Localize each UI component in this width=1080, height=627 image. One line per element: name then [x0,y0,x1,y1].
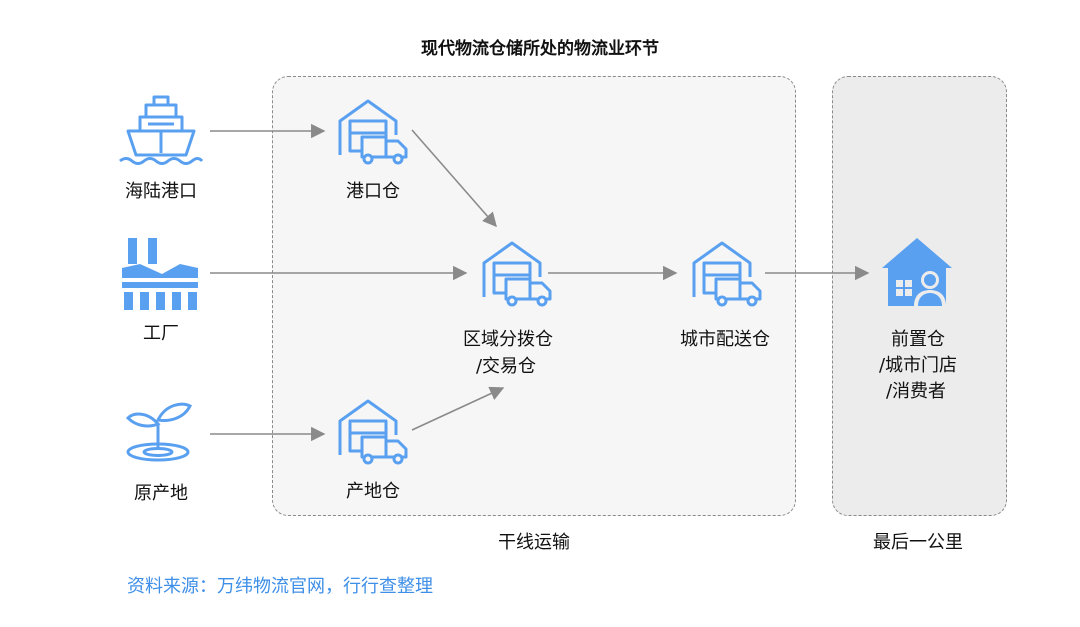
regional-warehouse-label-line1: 区域分拨仓 [463,329,553,350]
origin-warehouse-label: 产地仓 [346,481,400,502]
warehouse-truck-icon [338,399,408,465]
house-person-icon [882,238,952,306]
source-factory-label: 工厂 [143,323,179,344]
ship-icon [119,95,204,165]
destination-label-line2: /城市门店 [878,355,958,376]
destination-label-line3: /消费者 [885,381,947,402]
trunk-transport-label: 干线运输 [498,532,570,553]
source-origin-label: 原产地 [134,483,188,504]
last-mile-label: 最后一公里 [873,532,963,553]
port-warehouse-label: 港口仓 [346,181,400,202]
destination-label-line1: 前置仓 [891,329,945,350]
source-port-label: 海陆港口 [125,181,197,202]
arrow-port-warehouse-to-regional [411,129,497,228]
warehouse-truck-icon [338,99,408,165]
warehouse-truck-icon [482,241,552,307]
factory-icon [122,238,198,310]
arrow-origin-warehouse-to-regional [411,386,505,431]
regional-warehouse-label-line2: /交易仓 [475,356,537,377]
diagram-title: 现代物流仓储所处的物流业环节 [421,39,659,59]
source-note: 资料来源：万纬物流官网，行行查整理 [127,576,433,597]
sprout-icon [125,402,193,462]
last-mile-zone [832,76,1007,516]
city-warehouse-label: 城市配送仓 [680,329,770,350]
warehouse-truck-icon [692,241,762,307]
